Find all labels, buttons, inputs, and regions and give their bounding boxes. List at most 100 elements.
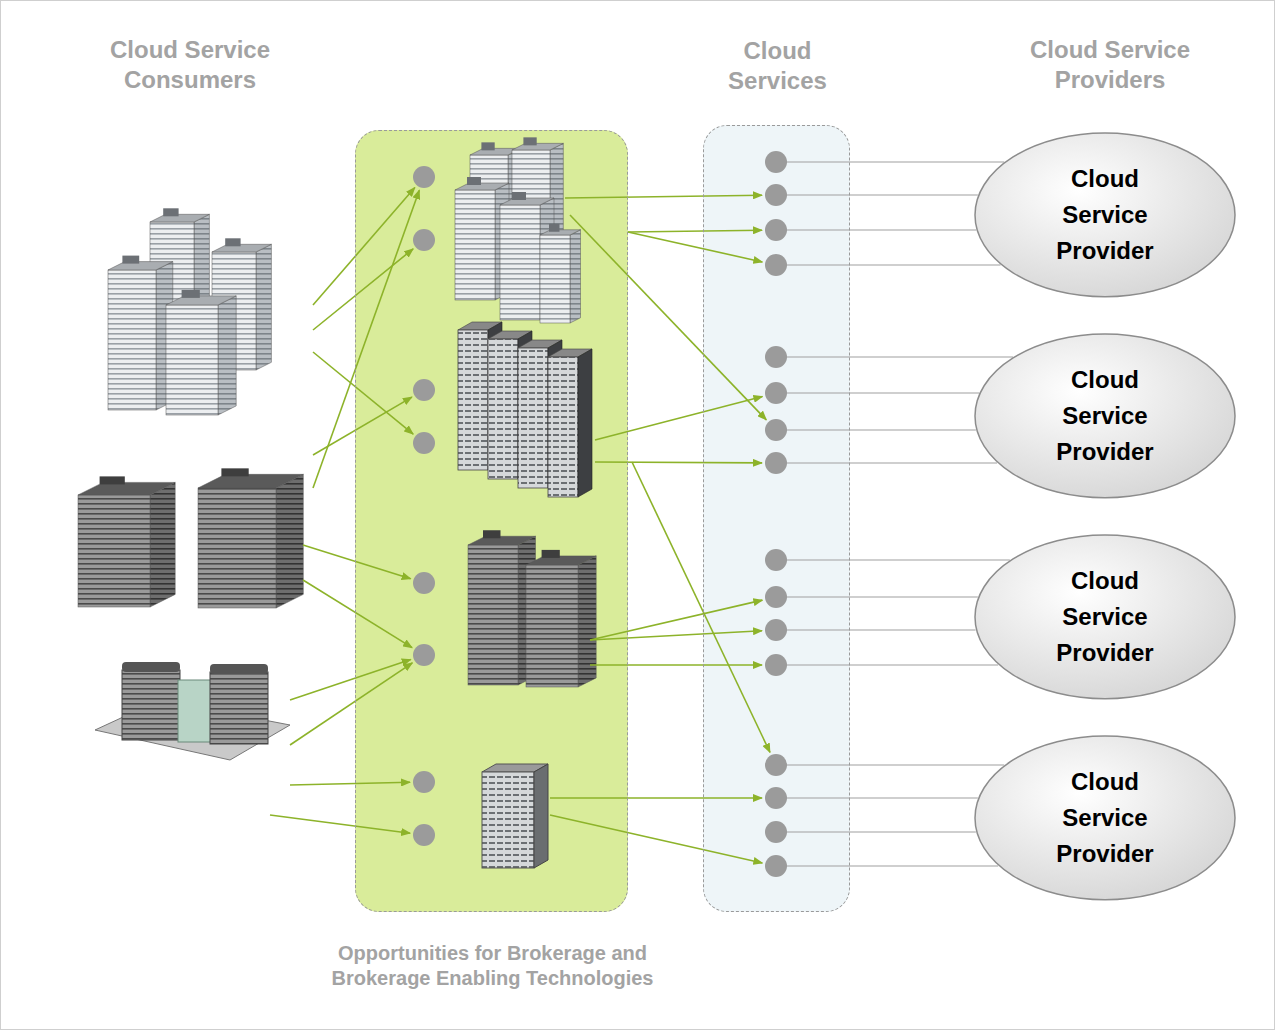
green-arrow: [570, 215, 766, 420]
service-link: [777, 429, 976, 430]
green-arrow: [550, 797, 762, 799]
band-heading: Opportunities for Brokerage and Brokerag…: [298, 941, 688, 991]
green-arrow: [628, 232, 762, 262]
column-heading: Cloud Service Providers: [990, 35, 1230, 95]
office-building: [78, 476, 175, 607]
provider-name: Cloud Service Provider: [1045, 764, 1165, 872]
roof-unit: [225, 238, 240, 246]
tower-front: [108, 270, 156, 410]
band-heading: Cloud Services: [693, 36, 863, 96]
service-dot: [765, 654, 787, 676]
service-dot: [765, 219, 787, 241]
green-arrow: [590, 664, 762, 666]
rack-side: [578, 349, 592, 497]
green-arrow: [550, 815, 762, 863]
office-tower: [166, 290, 236, 415]
roof-unit: [163, 208, 178, 216]
service-link: [777, 229, 977, 230]
connection-dot: [413, 824, 435, 846]
tower-front: [468, 545, 518, 685]
roof: [122, 662, 180, 672]
green-arrow: [303, 545, 411, 579]
tower-front: [500, 205, 540, 320]
service-dot: [765, 254, 787, 276]
service-dot: [765, 382, 787, 404]
connection-dot: [413, 379, 435, 401]
service-dot: [765, 452, 787, 474]
ellipse-shape: [975, 535, 1235, 699]
campus-building: [95, 662, 290, 760]
services-band-fill: [703, 125, 850, 912]
service-dot: [765, 821, 787, 843]
column-heading: Cloud Service Consumers: [75, 35, 305, 95]
service-link: [777, 161, 1005, 162]
service-link: [777, 596, 978, 597]
green-arrow: [590, 631, 762, 640]
services-band: Cloud Services: [703, 125, 850, 912]
rack-front: [518, 348, 548, 488]
tower-roof: [468, 536, 536, 545]
tower-front: [455, 190, 495, 300]
connection-dot: [413, 771, 435, 793]
tower-side: [218, 296, 236, 415]
tower-roof: [500, 198, 554, 205]
tower-front: [166, 305, 218, 415]
tower-roof: [212, 244, 271, 252]
service-link: [777, 356, 1013, 357]
service-dot: [765, 787, 787, 809]
roof-unit: [523, 137, 536, 145]
building-block: [122, 670, 180, 740]
ellipse-shape: [975, 133, 1235, 297]
provider-name: Cloud Service Provider: [1045, 161, 1165, 269]
roof: [210, 664, 268, 674]
provider-ellipse: Cloud Service Provider: [974, 735, 1236, 901]
broker-building: [526, 550, 596, 687]
tower-roof: [150, 214, 209, 222]
connection-dot: [413, 572, 435, 594]
green-arrow: [303, 580, 412, 648]
provider-ellipse: Cloud Service Provider: [974, 333, 1236, 499]
tower-front: [78, 495, 150, 607]
office-building: [198, 468, 303, 608]
green-arrow: [270, 815, 410, 833]
tower-front: [526, 565, 578, 687]
roof-unit: [122, 256, 139, 264]
service-link: [777, 865, 999, 866]
ellipse-shape: [975, 736, 1235, 900]
service-link: [777, 264, 1001, 265]
ellipse-shape: [975, 334, 1235, 498]
provider-ellipse: Cloud Service Provider: [974, 534, 1236, 700]
provider-name: Cloud Service Provider: [1045, 563, 1165, 671]
green-arrow: [290, 782, 410, 785]
green-arrow: [290, 663, 412, 745]
service-link: [777, 764, 1005, 765]
connection-dot: [413, 644, 435, 666]
green-arrow: [313, 397, 412, 455]
tower-front: [540, 235, 570, 323]
tower-side: [578, 556, 596, 687]
service-dot: [765, 419, 787, 441]
service-link: [777, 194, 978, 195]
green-arrow: [313, 352, 413, 434]
connection-dot: [413, 432, 435, 454]
brokerage-band: Opportunities for Brokerage and Brokerag…: [355, 130, 628, 912]
tower-front: [198, 488, 276, 608]
rack-front: [458, 330, 488, 470]
tower-roof: [166, 296, 236, 305]
tower-roof: [78, 482, 175, 495]
rack-front: [548, 357, 578, 497]
roof-unit: [512, 192, 526, 200]
connection-dot: [413, 229, 435, 251]
server-rack: [548, 349, 592, 497]
green-arrow: [565, 195, 762, 198]
tower-roof: [540, 230, 581, 235]
service-dot: [765, 184, 787, 206]
server-unit: [482, 764, 548, 868]
green-arrow: [590, 600, 762, 640]
tower-side: [150, 482, 175, 607]
connection-dot: [413, 166, 435, 188]
green-arrow: [595, 461, 762, 464]
rack-front: [488, 339, 518, 479]
tower-roof: [512, 143, 563, 150]
tower-roof: [108, 262, 173, 270]
